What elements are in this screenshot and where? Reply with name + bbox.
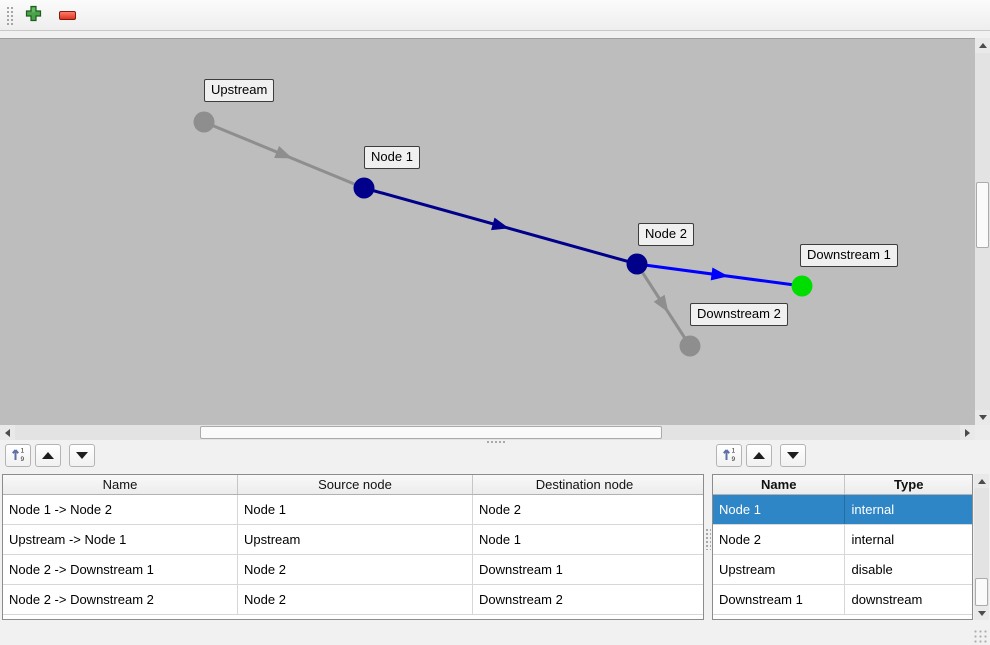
canvas-horizontal-scrollbar[interactable] (0, 425, 975, 440)
edge-arrow-icon (274, 145, 293, 159)
up-arrow-icon (977, 478, 986, 484)
node-label[interactable]: Downstream 2 (690, 303, 788, 326)
node-label[interactable]: Upstream (204, 79, 275, 102)
scroll-up-button[interactable] (975, 38, 990, 53)
plus-icon (25, 5, 42, 25)
sort-ascending-icon: 1 9 (721, 446, 737, 465)
move-down-icon (787, 452, 799, 459)
edges-cell: Downstream 1 (479, 562, 563, 577)
edges-cell: Node 2 -> Downstream 2 (3, 585, 238, 614)
nodes-row[interactable]: Node 1 internal (713, 495, 972, 525)
scrollbar-corner (975, 425, 990, 440)
node-label[interactable]: Downstream 1 (800, 244, 898, 267)
nodes-move-up-button[interactable] (746, 444, 772, 467)
edges-cell: Node 2 (238, 555, 473, 584)
edges-cell: Node 1 (238, 495, 473, 524)
graph-node-downstream-2[interactable] (679, 335, 701, 357)
nodes-row[interactable]: Downstream 1 downstream (713, 585, 972, 615)
edges-cell: Upstream (238, 525, 473, 554)
down-arrow-icon (978, 415, 987, 420)
horizontal-scroll-thumb[interactable] (200, 426, 662, 439)
up-arrow-icon (978, 43, 987, 48)
edges-header-name[interactable]: Name (3, 475, 238, 494)
graph-node-downstream-1[interactable] (791, 275, 813, 297)
edges-cell: Node 2 (238, 585, 473, 614)
nodes-cell: Node 1 (713, 495, 846, 524)
remove-button[interactable] (52, 1, 82, 29)
scroll-right-button[interactable] (960, 425, 975, 440)
nodes-scroll-thumb[interactable] (975, 578, 988, 606)
nodes-cell: Node 2 (713, 525, 846, 554)
scroll-down-button[interactable] (974, 606, 989, 620)
scroll-left-button[interactable] (0, 425, 15, 440)
svg-text:9: 9 (21, 456, 25, 462)
minus-icon (58, 10, 76, 20)
window-resize-grip[interactable] (973, 629, 988, 643)
edge-arrow-icon (710, 267, 729, 281)
main-toolbar (0, 0, 990, 31)
sort-ascending-icon: 1 9 (10, 446, 26, 465)
nodes-move-down-button[interactable] (780, 444, 806, 467)
toolbar-drag-handle[interactable] (5, 5, 14, 25)
move-up-icon (753, 452, 765, 459)
nodes-cell: internal (851, 532, 895, 547)
nodes-table-header: Name Type (713, 475, 972, 495)
edges-cell: Node 1 -> Node 2 (3, 495, 238, 524)
node-label[interactable]: Node 1 (364, 146, 420, 169)
graph-svg (193, 111, 813, 357)
graph-node-upstream[interactable] (193, 111, 215, 133)
nodes-row[interactable]: Upstream disable (713, 555, 972, 585)
edge-arrow-icon (491, 217, 510, 231)
edges-cell: Downstream 2 (479, 592, 563, 607)
vertical-scroll-thumb[interactable] (976, 182, 989, 248)
nodes-cell: Downstream 1 (713, 585, 846, 614)
nodes-sort-button[interactable]: 1 9 (716, 444, 742, 467)
move-down-icon (76, 452, 88, 459)
nodes-row[interactable]: Node 2 internal (713, 525, 972, 555)
edges-header-destination-node[interactable]: Destination node (535, 477, 634, 492)
nodes-header-type[interactable]: Type (894, 477, 924, 492)
edges-move-up-button[interactable] (35, 444, 61, 467)
graph-node-node-2[interactable] (626, 253, 648, 275)
nodes-table-scrollbar[interactable] (974, 474, 989, 620)
edges-cell: Node 2 (479, 502, 521, 517)
horizontal-splitter-handle[interactable] (486, 440, 506, 444)
down-arrow-icon (977, 610, 986, 616)
svg-text:9: 9 (732, 456, 736, 462)
edge-arrow-icon (653, 294, 669, 313)
canvas-vertical-scrollbar[interactable] (975, 38, 990, 425)
right-arrow-icon (965, 428, 970, 437)
node-label[interactable]: Node 2 (638, 223, 694, 246)
edges-sort-button[interactable]: 1 9 (5, 444, 31, 467)
move-up-icon (42, 452, 54, 459)
edges-cell: Node 1 (479, 532, 521, 547)
add-button[interactable] (18, 1, 48, 29)
scroll-up-button[interactable] (974, 474, 989, 488)
left-arrow-icon (5, 428, 10, 437)
nodes-header-name[interactable]: Name (713, 475, 846, 494)
nodes-cell: disable (851, 562, 893, 577)
edges-header-source-node[interactable]: Source node (238, 475, 473, 494)
svg-text:1: 1 (21, 448, 25, 455)
graph-node-node-1[interactable] (353, 177, 375, 199)
scroll-down-button[interactable] (975, 410, 990, 425)
svg-text:1: 1 (732, 448, 736, 455)
edges-move-down-button[interactable] (69, 444, 95, 467)
edges-cell: Upstream -> Node 1 (3, 525, 238, 554)
nodes-cell: internal (851, 502, 895, 517)
nodes-cell: downstream (851, 592, 923, 607)
nodes-cell: Upstream (713, 555, 846, 584)
vertical-splitter-handle[interactable] (705, 528, 711, 550)
edges-cell: Node 2 -> Downstream 1 (3, 555, 238, 584)
